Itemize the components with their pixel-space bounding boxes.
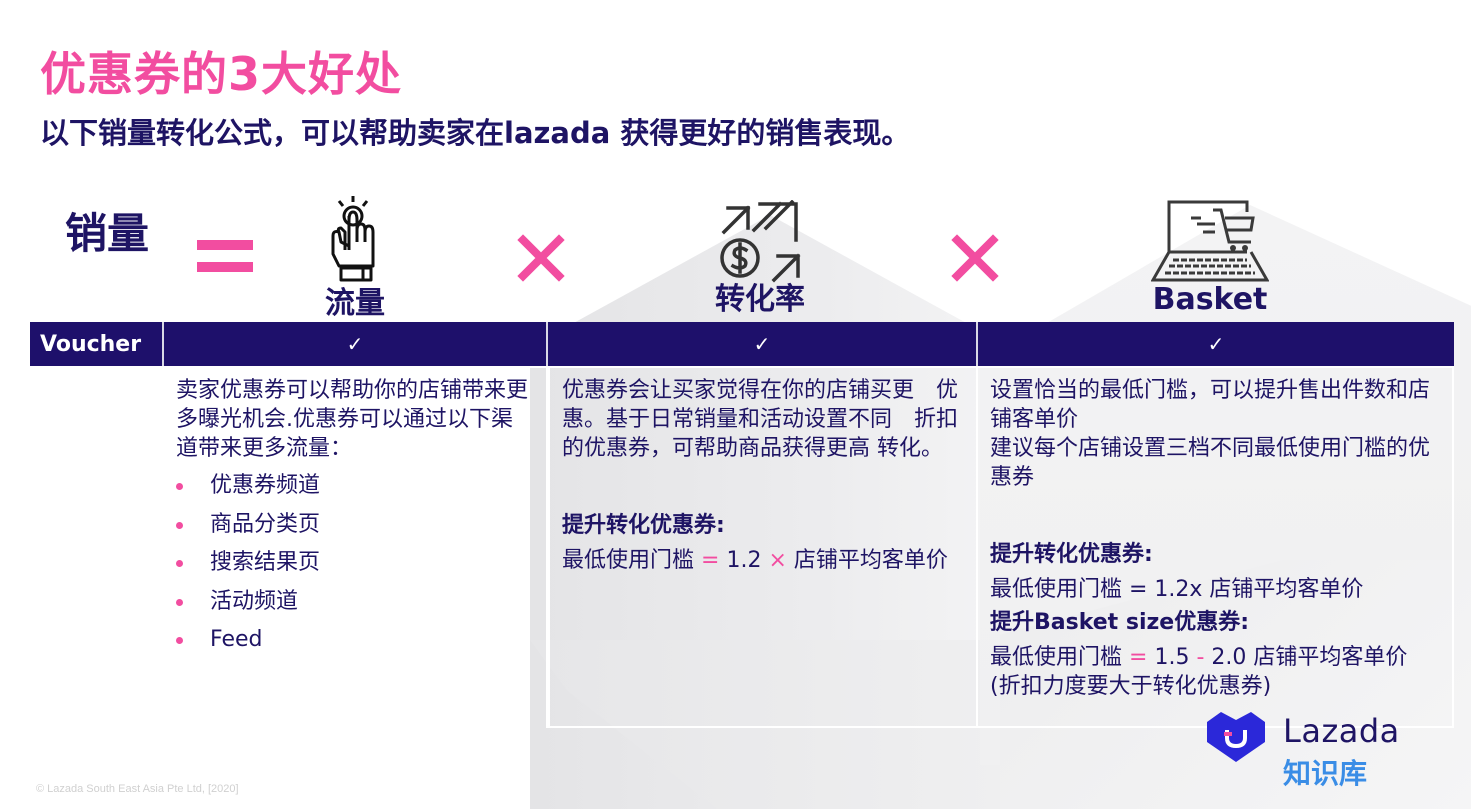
times-icon xyxy=(517,234,565,282)
logo-brand-text: Lazada xyxy=(1283,712,1400,750)
row-header-voucher: Voucher xyxy=(30,322,164,366)
copyright-text: © Lazada South East Asia Pte Ltd, [2020] xyxy=(36,783,239,795)
laptop-cart-icon xyxy=(1151,200,1269,282)
basket-intro-2: 建议每个店铺设置三档不同最低使用门槛的优惠券 xyxy=(990,436,1431,490)
basket-cell: 设置恰当的最低门槛，可以提升售出件数和店铺客单价 建议每个店铺设置三档不同最低使… xyxy=(978,368,1454,728)
conversion-intro: 优惠券会让买家觉得在你的店铺买更 优惠。基于日常销量和活动设置不同 折扣的优惠券… xyxy=(562,378,959,461)
traffic-intro: 卖家优惠券可以帮助你的店铺带来更多曝光机会.优惠券可以通过以下渠道带来更多流量： xyxy=(176,378,529,461)
page-subtitle: 以下销量转化公式，可以帮助卖家在lazada 获得更好的销售表现。 xyxy=(40,116,911,150)
factor-traffic: 流量 xyxy=(305,192,405,320)
voucher-benefits-table: Voucher ✓ ✓ ✓ 卖家优惠券可以帮助你的店铺带来更多曝光机会.优惠券可… xyxy=(30,322,1454,728)
factor-label: Basket xyxy=(1152,282,1268,317)
times-icon xyxy=(951,234,999,282)
table-body-row: 卖家优惠券可以帮助你的店铺带来更多曝光机会.优惠券可以通过以下渠道带来更多流量：… xyxy=(30,366,1454,728)
list-item: Feed xyxy=(176,621,534,660)
list-item: 搜索结果页 xyxy=(176,544,534,583)
conversion-formula: 最低使用门槛 = 1.2 × 店铺平均客单价 xyxy=(562,548,948,573)
basket-heading-1: 提升转化优惠券: xyxy=(990,542,1153,567)
basket-heading-2: 提升Basket size优惠券: xyxy=(990,610,1250,635)
check-icon: ✓ xyxy=(548,322,978,366)
hand-click-icon xyxy=(331,196,375,282)
empty-cell xyxy=(30,368,164,728)
equals-icon xyxy=(197,240,253,276)
list-item: 活动频道 xyxy=(176,583,534,622)
table-header-row: Voucher ✓ ✓ ✓ xyxy=(30,322,1454,366)
lazada-heart-icon xyxy=(1207,712,1265,762)
money-arrows-icon xyxy=(720,200,801,283)
conversion-heading: 提升转化优惠券: xyxy=(562,513,725,538)
check-icon: ✓ xyxy=(978,322,1454,366)
factor-label: 转化率 xyxy=(715,282,805,317)
basket-formula-2: 最低使用门槛 = 1.5 - 2.0 店铺平均客单价 xyxy=(990,645,1408,670)
factor-conversion: 转化率 xyxy=(690,200,830,316)
factor-label: 流量 xyxy=(325,286,385,321)
factor-basket: Basket xyxy=(1130,198,1290,316)
page-title: 优惠券的3大好处 xyxy=(40,47,403,101)
basket-note: (折扣力度要大于转化优惠券) xyxy=(990,674,1272,699)
list-item: 优惠券频道 xyxy=(176,467,534,506)
formula-lhs-sales: 销量 xyxy=(65,209,150,258)
basket-intro-1: 设置恰当的最低门槛，可以提升售出件数和店铺客单价 xyxy=(990,378,1431,432)
logo-sub-text: 知识库 xyxy=(1283,757,1368,790)
list-item: 商品分类页 xyxy=(176,506,534,545)
conversion-cell: 优惠券会让买家觉得在你的店铺买更 优惠。基于日常销量和活动设置不同 折扣的优惠券… xyxy=(548,368,978,728)
basket-formula-1: 最低使用门槛 = 1.2x 店铺平均客单价 xyxy=(990,577,1364,602)
lazada-knowledge-logo: Lazada 知识库 xyxy=(1203,710,1413,790)
traffic-channels-list: 优惠券频道 商品分类页 搜索结果页 活动频道 Feed xyxy=(176,467,534,660)
check-icon: ✓ xyxy=(164,322,548,366)
traffic-cell: 卖家优惠券可以帮助你的店铺带来更多曝光机会.优惠券可以通过以下渠道带来更多流量：… xyxy=(164,368,548,728)
